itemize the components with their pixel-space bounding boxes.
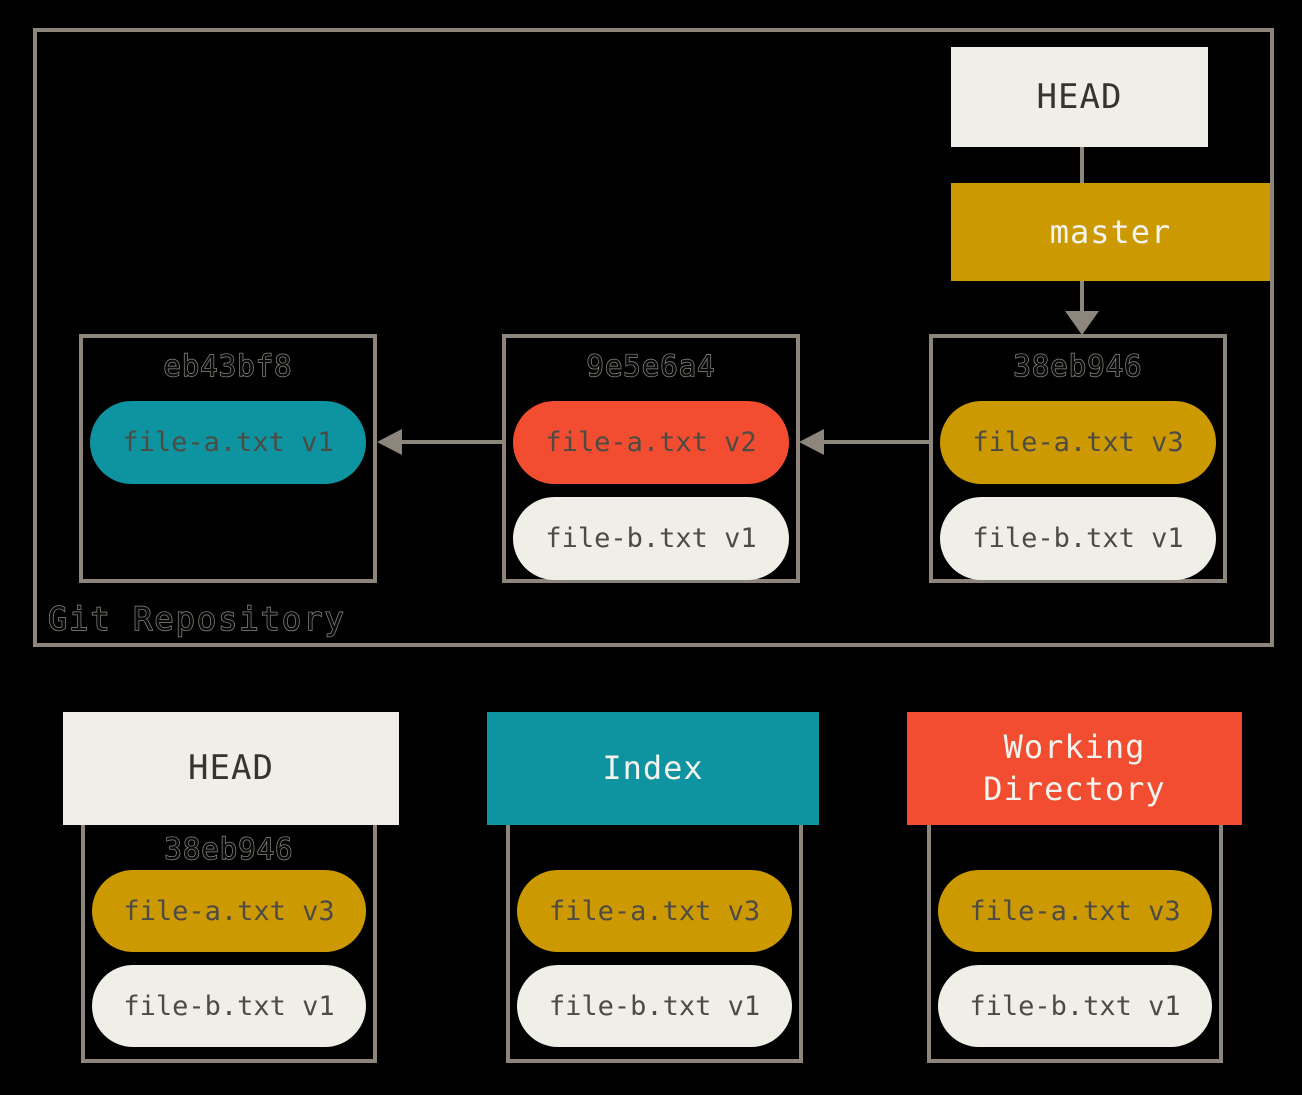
arrowhead-left-icon xyxy=(377,429,402,455)
file-pill: file-a.txt v3 xyxy=(940,401,1216,484)
arrowhead-left-icon xyxy=(799,429,824,455)
commit-box-eb43bf8: eb43bf8 file-a.txt v1 xyxy=(79,334,377,583)
file-pill: file-b.txt v1 xyxy=(938,965,1212,1047)
file-pill: file-a.txt v3 xyxy=(517,870,792,952)
master-branch-box: master xyxy=(951,183,1270,281)
file-pill: file-a.txt v3 xyxy=(938,870,1212,952)
area-box-working-directory: file-a.txt v3 file-b.txt v1 xyxy=(927,815,1223,1063)
file-pill: file-a.txt v3 xyxy=(92,870,366,952)
commit-box-38eb946: 38eb946 file-a.txt v3 file-b.txt v1 xyxy=(929,334,1227,583)
file-pill: file-b.txt v1 xyxy=(92,965,366,1047)
commit-hash: eb43bf8 xyxy=(163,348,293,383)
area-title: HEAD xyxy=(188,748,274,789)
file-pill: file-b.txt v1 xyxy=(940,497,1216,580)
arrowhead-down-icon xyxy=(1065,311,1099,335)
commit-hash: 9e5e6a4 xyxy=(586,348,716,383)
area-title: Index xyxy=(602,748,704,787)
file-pill-label: file-b.txt v1 xyxy=(545,523,757,554)
area-header-working-directory: Working Directory xyxy=(907,712,1242,825)
git-repository-label: Git Repository xyxy=(47,599,346,638)
area-box-index: file-a.txt v3 file-b.txt v1 xyxy=(506,815,803,1063)
file-pill-label: file-a.txt v3 xyxy=(969,895,1181,927)
parent-arrow-line xyxy=(402,440,502,444)
area-commit-hash: 38eb946 xyxy=(164,831,294,866)
file-pill-label: file-a.txt v3 xyxy=(548,895,761,927)
file-pill-label: file-a.txt v3 xyxy=(972,427,1184,458)
file-pill-label: file-a.txt v3 xyxy=(123,895,335,927)
file-pill-label: file-b.txt v1 xyxy=(972,523,1184,554)
head-ref-label: HEAD xyxy=(1036,77,1123,117)
head-to-master-connector xyxy=(1080,147,1084,183)
commit-hash: 38eb946 xyxy=(1013,348,1143,383)
file-pill-label: file-b.txt v1 xyxy=(123,990,335,1022)
master-to-commit-connector xyxy=(1080,281,1084,313)
area-header-head: HEAD xyxy=(63,712,399,825)
file-pill-label: file-b.txt v1 xyxy=(969,990,1181,1022)
area-header-index: Index xyxy=(487,712,819,825)
file-pill: file-a.txt v2 xyxy=(513,401,789,484)
area-title: Working Directory xyxy=(983,727,1166,808)
file-pill-label: file-a.txt v2 xyxy=(545,427,757,458)
git-repository-box xyxy=(33,28,1274,647)
commit-box-9e5e6a4: 9e5e6a4 file-a.txt v2 file-b.txt v1 xyxy=(502,334,800,583)
area-box-head: 38eb946 file-a.txt v3 file-b.txt v1 xyxy=(81,815,377,1063)
file-pill: file-b.txt v1 xyxy=(513,497,789,580)
file-pill: file-b.txt v1 xyxy=(517,965,792,1047)
parent-arrow-line xyxy=(824,440,929,444)
file-pill-label: file-a.txt v1 xyxy=(122,427,334,458)
master-branch-label: master xyxy=(1049,213,1172,251)
file-pill-label: file-b.txt v1 xyxy=(548,990,761,1022)
file-pill: file-a.txt v1 xyxy=(90,401,366,484)
head-ref-box: HEAD xyxy=(951,47,1208,147)
